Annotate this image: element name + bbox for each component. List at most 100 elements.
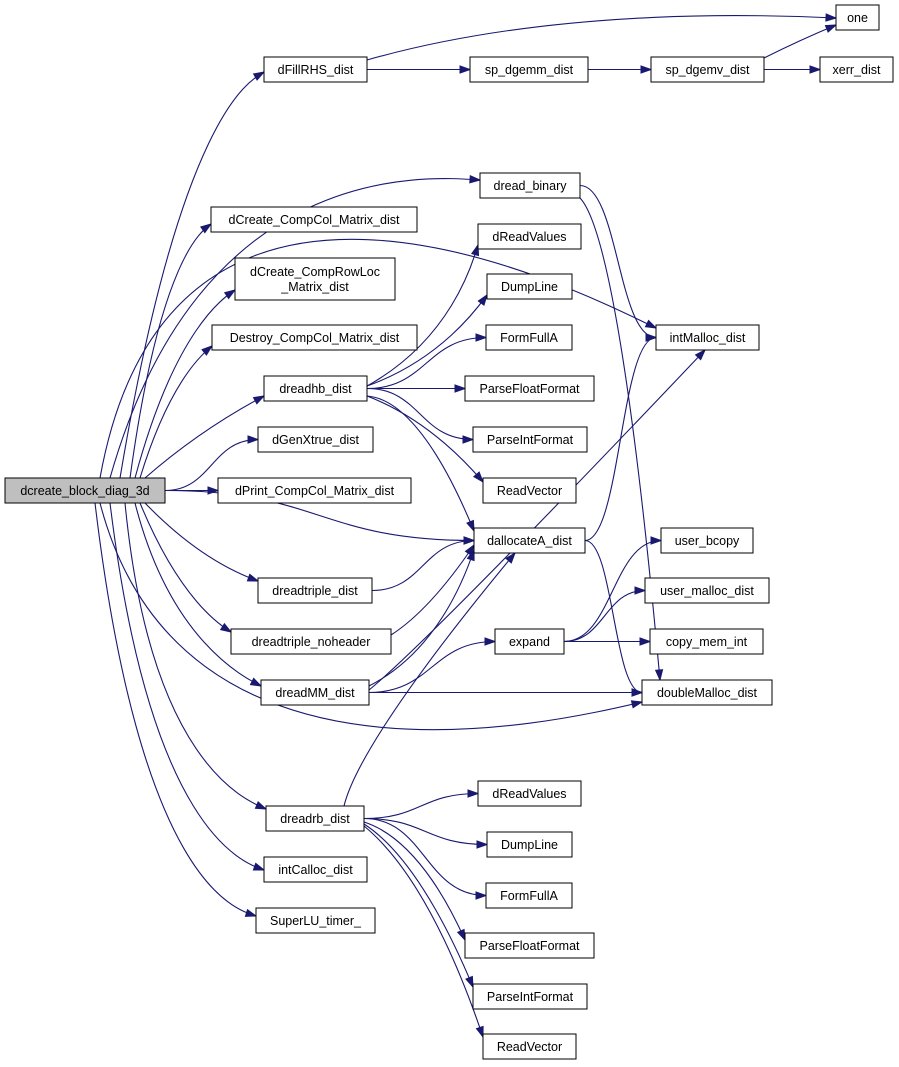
arrowhead-icon [472,471,484,484]
node-box [485,882,573,909]
node-DumpLine_hb[interactable]: DumpLine [486,273,573,300]
edge-line [368,549,475,687]
node-dread_binary[interactable]: dread_binary [479,172,581,199]
node-dReadValues_rb[interactable]: dReadValues [477,780,582,807]
edge-dreadrb_dist-to-ParseIntFormat_rb [363,823,474,989]
node-dFillRHS_dist[interactable]: dFillRHS_dist [263,56,368,83]
node-one[interactable]: one [835,4,880,31]
node-ParseIntFormat_hb[interactable]: ParseIntFormat [472,426,588,453]
edge-sp_dgemv_dist-to-xerr_dist [764,65,822,74]
node-box [263,56,368,83]
node-expand[interactable]: expand [494,628,565,655]
edge-line [144,395,265,479]
node-label: xerr_dist [833,63,881,77]
node-intCalloc_dist[interactable]: intCalloc_dist [263,856,368,883]
node-label: dreadMM_dist [275,686,355,700]
node-box [472,426,588,453]
node-box [819,56,894,83]
node-label: ReadVector [497,1040,562,1054]
edge-dFillRHS_dist-to-sp_dgemm_dist [367,65,472,74]
node-intMalloc_dist[interactable]: intMalloc_dist [655,324,760,351]
arrowhead-icon [644,319,658,329]
arrowhead-icon [456,928,466,942]
edge-dreadrb_dist-to-ParseFloatFormat_rb [363,821,466,942]
node-dGenXtrue_dist[interactable]: dGenXtrue_dist [257,426,374,453]
node-dallocateA_dist[interactable]: dallocateA_dist [473,527,586,554]
node-dCreate_CompCol_Matrix_dist[interactable]: dCreate_CompCol_Matrix_dist [210,206,418,233]
node-box [265,805,365,832]
arrowhead-icon [505,551,516,564]
arrowhead-icon [630,700,644,709]
edge-line [366,14,837,61]
arrowhead-icon [244,908,258,917]
node-dreadtriple_noheader[interactable]: dreadtriple_noheader [230,628,392,655]
edge-line [366,387,474,441]
node-label: DumpLine [501,838,558,852]
node-ReadVector_rb[interactable]: ReadVector [482,1033,577,1060]
arrowhead-icon [694,348,707,361]
edge-dreadtriple_dist-to-dallocateA_dist [371,536,476,592]
edge-line [343,552,516,807]
node-layer: dcreate_block_diag_3d dFillRHS_dist dread_… [4,4,894,1060]
node-doubleMalloc_dist[interactable]: doubleMalloc_dist [641,679,773,706]
node-box [482,1033,577,1060]
edge-line [144,502,259,582]
node-label: sp_dgemm_dist [485,63,574,77]
edge-line [390,544,475,636]
node-user_bcopy[interactable]: user_bcopy [660,527,754,554]
arrowhead-icon [466,519,475,533]
arrowhead-icon [252,71,266,81]
node-xerr_dist[interactable]: xerr_dist [819,56,894,83]
arrowhead-icon [252,395,266,405]
node-DumpLine_rb[interactable]: DumpLine [486,831,573,858]
node-copy_mem_int[interactable]: copy_mem_int [649,628,764,655]
node-box [257,577,373,604]
node-sp_dgemv_dist[interactable]: sp_dgemv_dist [650,56,765,83]
node-dcreate_block_diag_3d[interactable]: dcreate_block_diag_3d [4,477,166,504]
node-SuperLU_timer_[interactable]: SuperLU_timer_ [255,907,376,934]
node-ParseFloatFormat_rb[interactable]: ParseFloatFormat [464,932,595,959]
node-Destroy_CompCol_Matrix_dist[interactable]: Destroy_CompCol_Matrix_dist [211,324,418,351]
node-FormFullA_hb[interactable]: FormFullA [485,324,573,351]
node-FormFullA_rb[interactable]: FormFullA [485,882,573,909]
edge-line [563,539,662,643]
arrowhead-icon [809,65,822,74]
node-box [217,477,412,504]
arrowhead-icon [475,1025,484,1039]
node-dCreate_CompRowLoc_Matrix_dist[interactable]: dCreate_CompRowLoc_Matrix_dist [234,257,396,301]
node-sp_dgemm_dist[interactable]: sp_dgemm_dist [469,56,589,83]
node-dreadrb_dist[interactable]: dreadrb_dist [265,805,365,832]
edge-dreadrb_dist-to-ReadVector_rb [363,825,484,1039]
node-ReadVector_hb[interactable]: ReadVector [482,477,577,504]
node-label: dCreate_CompCol_Matrix_dist [229,213,400,227]
node-label: copy_mem_int [666,635,748,649]
edge-line [763,24,837,59]
node-dreadtriple_dist[interactable]: dreadtriple_dist [257,577,373,604]
edge-dreadMM_dist-to-intMalloc_dist [368,348,707,691]
edge-dcreate_block_diag_3d-to-Destroy_CompCol_Matrix_dist [139,345,214,479]
arrowhead-icon [476,840,489,849]
arrowhead-icon [824,24,838,33]
arrowhead-icon [454,384,467,393]
node-label: doubleMalloc_dist [657,686,758,700]
arrowhead-icon [640,65,653,74]
arrowhead-icon [484,637,497,646]
node-box [655,324,760,351]
edge-line [363,823,474,988]
node-dReadValues_hb[interactable]: dReadValues [477,223,582,250]
edge-line [109,502,265,871]
node-label: intCalloc_dist [278,863,353,877]
edge-line [129,223,212,479]
node-ParseIntFormat_rb[interactable]: ParseIntFormat [472,983,588,1010]
node-user_malloc_dist[interactable]: user_malloc_dist [644,577,770,604]
node-ParseFloatFormat_hb[interactable]: ParseFloatFormat [464,375,595,402]
arrowhead-icon [645,333,658,342]
edge-dcreate_block_diag_3d-to-dreadhb_dist [144,395,266,479]
node-dPrint_CompCol_Matrix_dist[interactable]: dPrint_CompCol_Matrix_dist [217,477,412,504]
node-label: dReadValues [492,787,566,801]
node-label: ParseIntFormat [487,433,574,447]
node-dreadMM_dist[interactable]: dreadMM_dist [260,679,370,706]
node-dreadhb_dist[interactable]: dreadhb_dist [263,375,368,402]
edge-dread_binary-to-doubleMalloc_dist [579,197,664,682]
